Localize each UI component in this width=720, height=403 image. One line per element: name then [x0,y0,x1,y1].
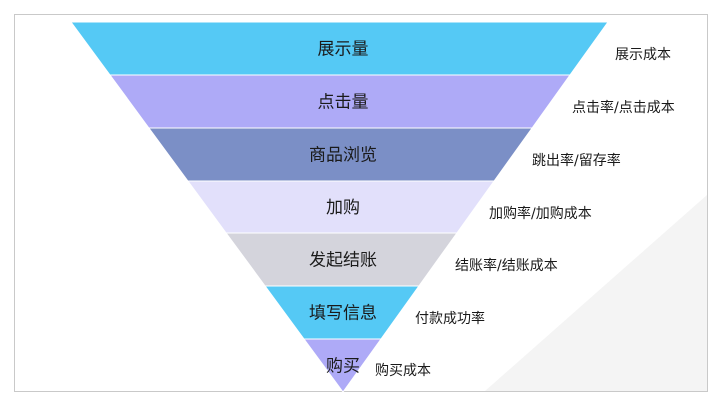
funnel-stage-label: 点击量 [318,93,369,113]
funnel-stage-label: 商品浏览 [309,146,377,166]
funnel-metric-label: 加购率/加购成本 [489,206,592,222]
funnel-stage-label: 购买 [326,357,360,377]
background-decoration [485,195,707,391]
funnel-metric-label: 付款成功率 [415,311,485,327]
funnel-metric-label: 购买成本 [375,363,431,379]
funnel-metric-label: 结账率/结账成本 [455,258,558,274]
funnel-stage-label: 展示量 [318,40,369,60]
funnel-stage-label: 发起结账 [309,251,377,271]
funnel-metric-label: 展示成本 [615,47,671,63]
funnel-stage-label: 加购 [326,198,360,218]
funnel-stage-7 [303,338,382,393]
funnel-metric-label: 点击率/点击成本 [572,100,675,116]
funnel-stage-label: 填写信息 [309,304,377,324]
funnel-metric-label: 跳出率/留存率 [532,153,621,169]
